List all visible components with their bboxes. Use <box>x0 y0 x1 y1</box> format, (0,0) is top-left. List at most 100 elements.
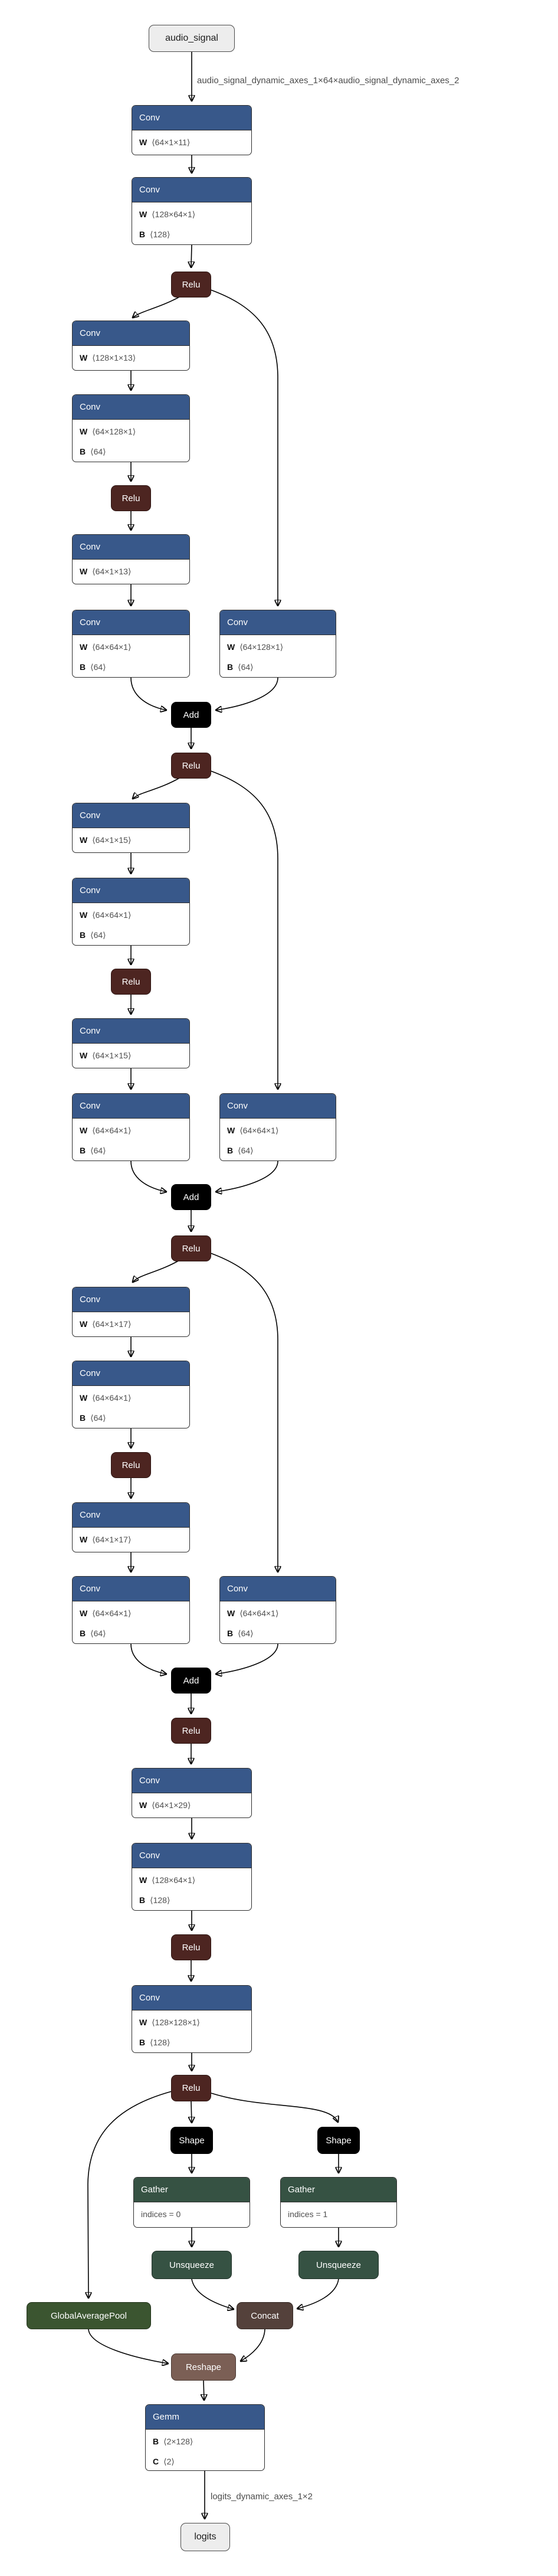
conv-node[interactable]: Conv W⟨64×64×1⟩ B⟨64⟩ <box>72 878 190 946</box>
node-param-row: W⟨64×128×1⟩ <box>220 637 336 657</box>
add-node[interactable]: Add <box>171 1668 211 1694</box>
op-label: Add <box>183 1192 199 1202</box>
node-type-header: Conv <box>132 106 251 130</box>
node-param-row: W⟨64×1×17⟩ <box>73 1529 189 1549</box>
op-label: Relu <box>122 493 140 504</box>
conv-node[interactable]: Conv W⟨64×64×1⟩ B⟨64⟩ <box>72 610 190 678</box>
conv-node[interactable]: Conv W⟨64×1×15⟩ <box>72 1018 190 1068</box>
relu-node[interactable]: Relu <box>171 2075 211 2101</box>
node-type-header: Conv <box>73 395 189 420</box>
param-dims: ⟨64×1×15⟩ <box>92 1050 132 1060</box>
edge <box>133 1259 181 1282</box>
node-param-row: B⟨64⟩ <box>73 1140 189 1160</box>
conv-node[interactable]: Conv W⟨64×1×11⟩ <box>132 105 252 155</box>
concat-node[interactable]: Concat <box>237 2302 293 2329</box>
param-dims: ⟨2×128⟩ <box>163 2436 193 2446</box>
conv-node[interactable]: Conv W⟨64×1×29⟩ <box>132 1768 252 1818</box>
op-label: Relu <box>122 1460 140 1470</box>
conv-node[interactable]: Conv W⟨128×128×1⟩ B⟨128⟩ <box>132 1985 252 2053</box>
op-label: Shape <box>179 2135 205 2146</box>
op-label: Relu <box>182 1725 201 1736</box>
param-dims: ⟨64⟩ <box>90 446 106 456</box>
gather-node[interactable]: Gather indices = 0 <box>133 2177 250 2228</box>
add-node[interactable]: Add <box>171 702 211 728</box>
input-node[interactable]: audio_signal <box>149 25 235 52</box>
output-node[interactable]: logits <box>180 2523 230 2551</box>
global-average-pool-node[interactable]: GlobalAveragePool <box>27 2302 151 2329</box>
unsqueeze-node[interactable]: Unsqueeze <box>298 2251 379 2279</box>
shape-node[interactable]: Shape <box>317 2127 360 2154</box>
param-name: W <box>80 427 88 436</box>
relu-node[interactable]: Relu <box>171 1718 211 1744</box>
conv-node[interactable]: Conv W⟨64×64×1⟩ B⟨64⟩ <box>219 1576 336 1644</box>
node-param-row: W⟨64×1×29⟩ <box>132 1795 251 1815</box>
node-param-row: B⟨64⟩ <box>220 1623 336 1643</box>
conv-node[interactable]: Conv W⟨128×1×13⟩ <box>72 321 190 371</box>
reshape-node[interactable]: Reshape <box>171 2353 236 2381</box>
relu-node[interactable]: Relu <box>171 753 211 779</box>
node-param-row: W⟨64×128×1⟩ <box>73 421 189 442</box>
param-name: W <box>80 567 88 576</box>
param-dims: ⟨64×1×15⟩ <box>92 835 132 845</box>
node-param-row: W⟨64×64×1⟩ <box>73 637 189 657</box>
param-dims: ⟨128⟩ <box>150 229 170 239</box>
node-type-header: Conv <box>73 535 189 560</box>
edge <box>241 2329 265 2361</box>
param-name: B <box>80 1629 86 1638</box>
conv-node[interactable]: Conv W⟨64×1×17⟩ <box>72 1502 190 1552</box>
param-name: W <box>80 1319 88 1329</box>
node-param-row: B⟨64⟩ <box>73 442 189 462</box>
relu-node[interactable]: Relu <box>171 1235 211 1261</box>
param-dims: ⟨128⟩ <box>150 1895 170 1905</box>
relu-node[interactable]: Relu <box>111 1452 151 1478</box>
param-dims: ⟨128×128×1⟩ <box>152 2017 200 2027</box>
gather-node[interactable]: Gather indices = 1 <box>280 2177 397 2228</box>
input-label: audio_signal <box>165 33 218 43</box>
param-name: B <box>80 1146 86 1155</box>
conv-node[interactable]: Conv W ⟨64×1×15⟩ <box>72 803 190 853</box>
conv-node[interactable]: Conv W⟨64×64×1⟩ B⟨64⟩ <box>219 1093 336 1161</box>
shape-node[interactable]: Shape <box>170 2127 213 2154</box>
param-name: B <box>227 1629 234 1638</box>
param-name: W <box>227 1126 235 1135</box>
conv-node[interactable]: Conv W⟨64×64×1⟩ B⟨64⟩ <box>72 1093 190 1161</box>
edge <box>211 2093 338 2122</box>
param-dims: ⟨64×64×1⟩ <box>239 1125 279 1135</box>
param-name: W <box>139 2018 147 2027</box>
conv-node[interactable]: Conv W⟨64×1×17⟩ <box>72 1287 190 1337</box>
relu-node[interactable]: Relu <box>111 485 151 511</box>
edge <box>133 296 181 318</box>
edge <box>216 1643 278 1674</box>
node-type-header: Conv <box>73 1094 189 1119</box>
conv-node[interactable]: Conv W⟨64×64×1⟩ B⟨64⟩ <box>72 1361 190 1428</box>
conv-node[interactable]: Conv W⟨128×64×1⟩ B⟨128⟩ <box>132 1843 252 1911</box>
relu-node[interactable]: Relu <box>171 1934 211 1960</box>
relu-node[interactable]: Relu <box>111 969 151 995</box>
param-dims: ⟨64⟩ <box>90 930 106 940</box>
edge <box>203 2380 204 2400</box>
relu-node[interactable]: Relu <box>171 272 211 298</box>
conv-node[interactable]: Conv W⟨64×64×1⟩ B⟨64⟩ <box>72 1576 190 1644</box>
conv-node[interactable]: Conv W⟨64×128×1⟩ B⟨64⟩ <box>219 610 336 678</box>
gemm-node[interactable]: Gemm B⟨2×128⟩ C⟨2⟩ <box>145 2404 265 2471</box>
edge <box>216 677 278 710</box>
conv-node[interactable]: Conv W⟨64×128×1⟩ B⟨64⟩ <box>72 394 190 462</box>
node-attr-row: indices = 1 <box>288 2209 328 2219</box>
param-dims: ⟨64×64×1⟩ <box>92 910 132 920</box>
conv-node[interactable]: Conv W⟨128×64×1⟩ B⟨128⟩ <box>132 177 252 245</box>
param-name: B <box>139 1895 146 1905</box>
param-name: W <box>80 835 88 845</box>
node-param-row: W⟨64×64×1⟩ <box>73 1388 189 1408</box>
node-param-row: B⟨64⟩ <box>73 1408 189 1428</box>
op-label: Add <box>183 710 199 720</box>
node-param-row: B⟨128⟩ <box>132 2032 251 2052</box>
param-name: W <box>80 642 88 652</box>
node-param-row: W⟨128×1×13⟩ <box>73 348 189 368</box>
param-name: W <box>80 1609 88 1618</box>
conv-node[interactable]: Conv W⟨64×1×13⟩ <box>72 534 190 584</box>
add-node[interactable]: Add <box>171 1184 211 1210</box>
param-name: B <box>227 662 234 672</box>
node-type-header: Conv <box>73 803 189 828</box>
unsqueeze-node[interactable]: Unsqueeze <box>152 2251 232 2279</box>
node-param-row: W ⟨128×128×1⟩ <box>132 2012 251 2032</box>
